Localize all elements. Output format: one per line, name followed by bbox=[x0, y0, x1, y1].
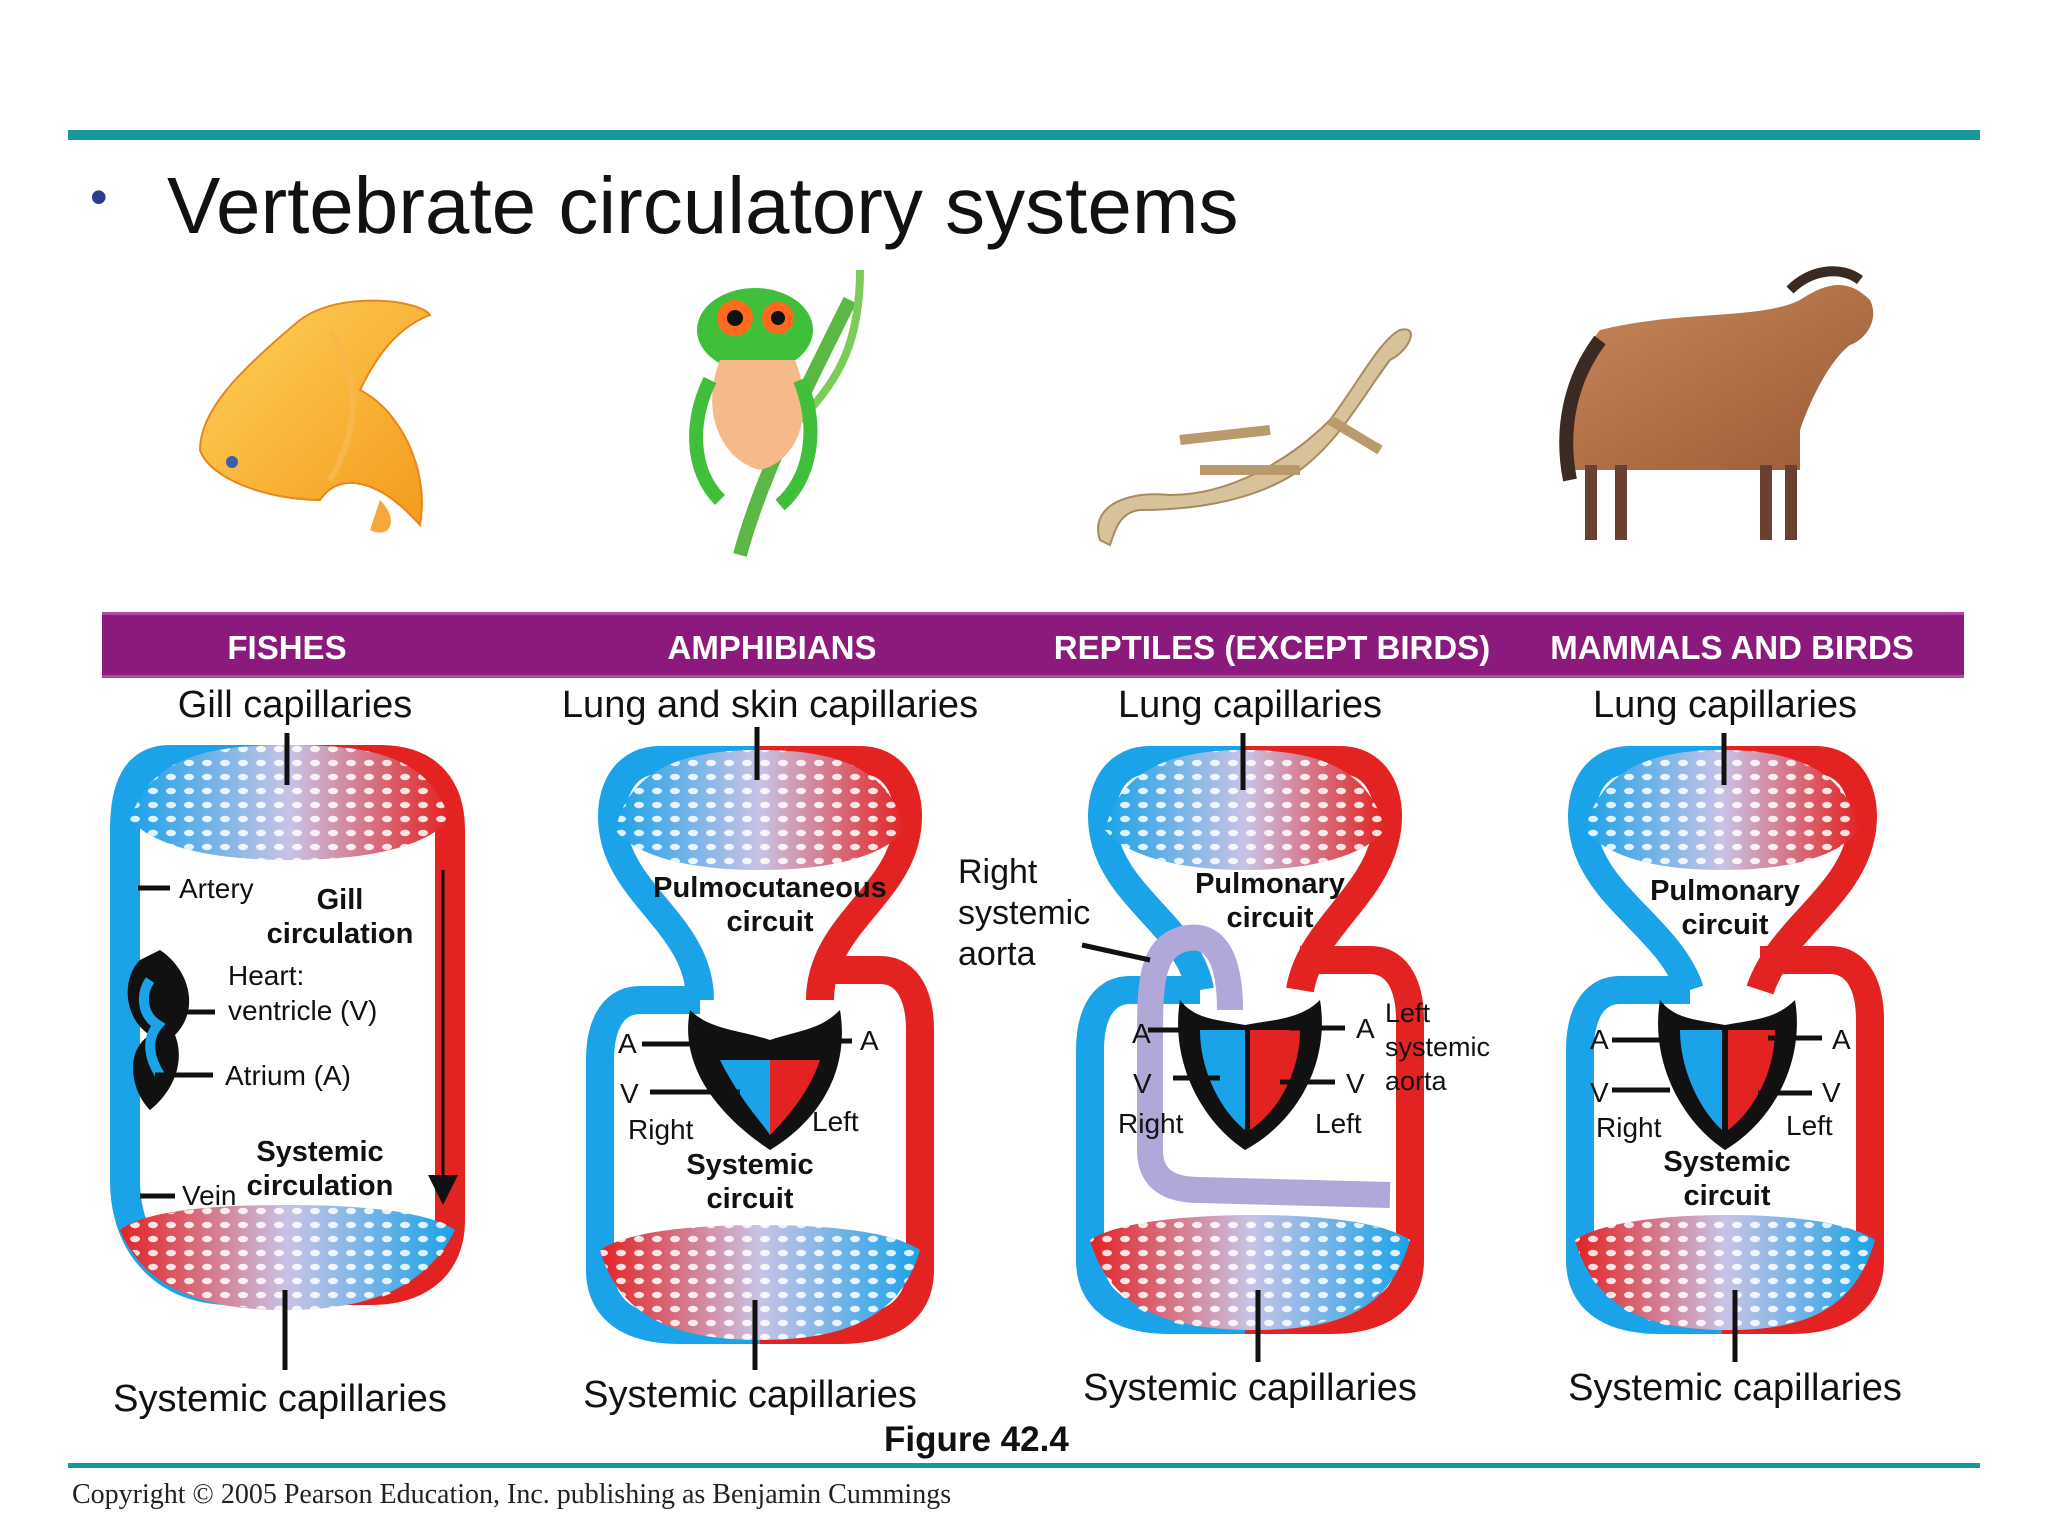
amphibian-top-capillaries: Lung and skin capillaries bbox=[561, 684, 979, 726]
left-systemic-aorta-line1: Left bbox=[1385, 998, 1431, 1028]
reptile-pulmonary-line1: Pulmonary bbox=[1195, 868, 1345, 900]
mammal-right-label: Right bbox=[1596, 1112, 1662, 1143]
amphibian-pulmocutaneous-line1: Pulmocutaneous bbox=[653, 872, 887, 904]
left-systemic-aorta-label: Left systemic aorta bbox=[1385, 996, 1490, 1098]
fish-heart-label: Heart: bbox=[228, 960, 305, 991]
mammal-pulmonary-line1: Pulmonary bbox=[1650, 875, 1800, 907]
horse-icon bbox=[1559, 266, 1874, 540]
mammal-pulmonary-line2: circuit bbox=[1681, 909, 1769, 941]
mammal-top-capillaries: Lung capillaries bbox=[1592, 684, 1858, 726]
fish-ventricle-label: ventricle (V) bbox=[228, 995, 378, 1026]
right-systemic-aorta-line2: systemic bbox=[958, 894, 1091, 932]
left-systemic-aorta-line3: aorta bbox=[1385, 1066, 1447, 1096]
mammal-diagram bbox=[1566, 733, 1884, 1362]
fish-top-capillaries: Gill capillaries bbox=[177, 684, 413, 726]
mammal-ventricle-left-label: V bbox=[1590, 1077, 1609, 1108]
reptile-diagram bbox=[1076, 733, 1424, 1362]
fish-atrium-label: Atrium (A) bbox=[225, 1060, 351, 1091]
amphibian-ventricle-label: V bbox=[620, 1078, 639, 1109]
title-bullet: • bbox=[90, 169, 108, 225]
right-systemic-aorta-label: Right systemic aorta bbox=[958, 852, 1090, 975]
mammal-systemic-line2: circuit bbox=[1683, 1180, 1771, 1212]
amphibian-systemic-line1: Systemic bbox=[686, 1149, 814, 1181]
right-systemic-aorta-line1: Right bbox=[958, 853, 1038, 891]
fish-vein-label: Vein bbox=[182, 1180, 237, 1211]
copyright-text: Copyright © 2005 Pearson Education, Inc.… bbox=[72, 1479, 952, 1510]
fish-bottom-capillaries: Systemic capillaries bbox=[113, 1378, 447, 1420]
amphibian-pulmocutaneous-line2: circuit bbox=[726, 906, 814, 938]
fish-gill-circulation-line1: Gill bbox=[316, 884, 364, 916]
reptile-atrium-right-label: A bbox=[1356, 1013, 1375, 1044]
amphibian-diagram bbox=[586, 727, 934, 1370]
fish-gill-circulation-line2: circulation bbox=[266, 918, 414, 950]
fish-icon bbox=[198, 299, 432, 533]
right-systemic-aorta-line3: aorta bbox=[958, 935, 1036, 973]
bottom-accent-line bbox=[68, 1463, 1980, 1468]
reptile-ventricle-left-label: V bbox=[1133, 1068, 1152, 1099]
mammal-atrium-right-label: A bbox=[1832, 1024, 1851, 1055]
fish-artery-label: Artery bbox=[179, 873, 254, 904]
amphibian-bottom-capillaries: Systemic capillaries bbox=[583, 1374, 917, 1416]
category-header-band: FISHES AMPHIBIANS REPTILES (EXCEPT BIRDS… bbox=[102, 612, 1964, 678]
fish-diagram bbox=[110, 733, 465, 1370]
header-mammals-birds: MAMMALS AND BIRDS bbox=[1550, 629, 1914, 666]
amphibian-right-label: Right bbox=[628, 1114, 694, 1145]
reptile-top-capillaries: Lung capillaries bbox=[1117, 684, 1383, 726]
header-fishes: FISHES bbox=[227, 629, 347, 666]
page-title: Vertebrate circulatory systems bbox=[167, 161, 1239, 250]
reptile-ventricle-right-label: V bbox=[1346, 1068, 1365, 1099]
top-accent-line bbox=[68, 130, 1980, 140]
mammal-left-label: Left bbox=[1786, 1110, 1833, 1141]
lizard-icon bbox=[1097, 328, 1412, 547]
amphibian-atrium-right-label: A bbox=[860, 1025, 879, 1056]
frog-icon bbox=[689, 269, 864, 557]
header-amphibians: AMPHIBIANS bbox=[667, 629, 877, 666]
mammal-systemic-line1: Systemic bbox=[1663, 1146, 1791, 1178]
left-systemic-aorta-line2: systemic bbox=[1385, 1032, 1491, 1062]
reptile-left-label: Left bbox=[1315, 1108, 1362, 1139]
mammal-atrium-left-label: A bbox=[1590, 1024, 1609, 1055]
amphibian-atrium-left-label: A bbox=[618, 1028, 637, 1059]
fish-systemic-circulation-line1: Systemic bbox=[256, 1136, 384, 1168]
reptile-bottom-capillaries: Systemic capillaries bbox=[1083, 1367, 1417, 1409]
mammal-ventricle-right-label: V bbox=[1822, 1077, 1841, 1108]
header-reptiles: REPTILES (EXCEPT BIRDS) bbox=[1053, 629, 1491, 666]
fish-systemic-circulation-line2: circulation bbox=[246, 1170, 394, 1202]
mammal-bottom-capillaries: Systemic capillaries bbox=[1568, 1367, 1902, 1409]
amphibian-systemic-line2: circuit bbox=[706, 1183, 794, 1215]
reptile-atrium-left-label: A bbox=[1132, 1018, 1151, 1049]
reptile-right-label: Right bbox=[1118, 1108, 1184, 1139]
figure-label: Figure 42.4 bbox=[884, 1420, 1069, 1459]
amphibian-left-label: Left bbox=[812, 1106, 859, 1137]
reptile-pulmonary-line2: circuit bbox=[1226, 902, 1314, 934]
